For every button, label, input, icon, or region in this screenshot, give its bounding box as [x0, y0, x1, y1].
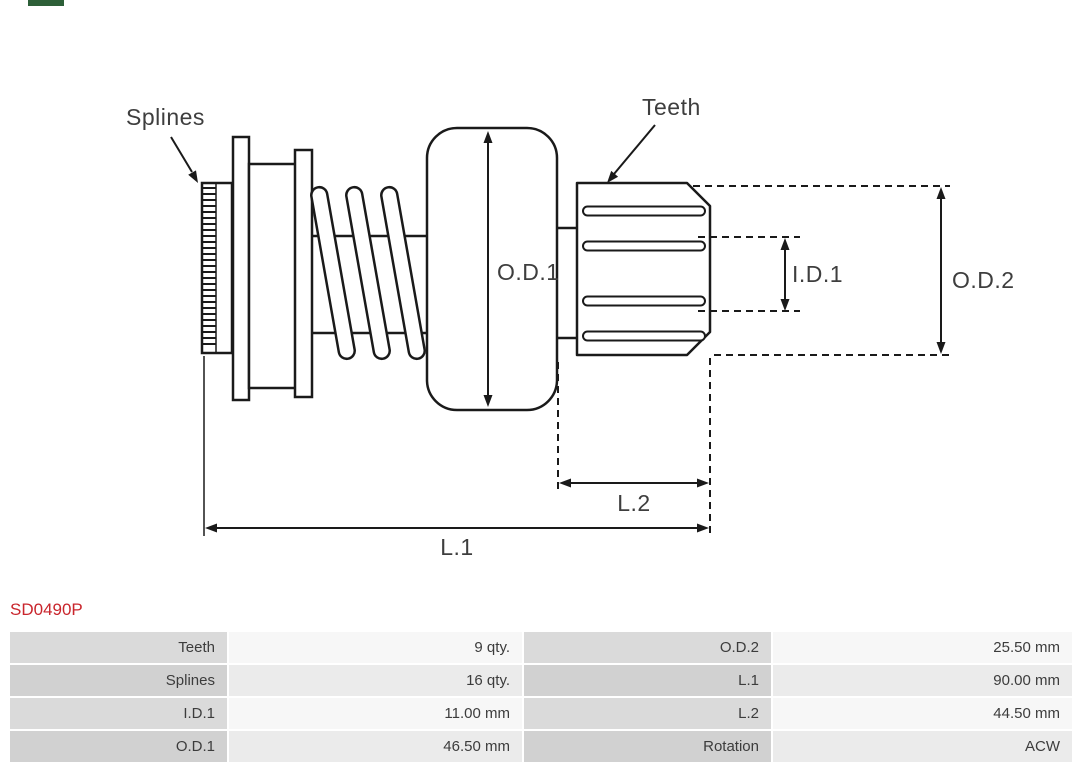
- flange-left: [231, 135, 251, 402]
- dim-od2: [693, 185, 950, 356]
- spec-label: I.D.1: [10, 698, 227, 729]
- spec-value: 16 qty.: [229, 665, 522, 696]
- spec-value: 46.50 mm: [229, 731, 522, 762]
- hub: [247, 162, 298, 390]
- dim-od1: [483, 131, 493, 407]
- spec-label: Teeth: [10, 632, 227, 663]
- spec-value: 44.50 mm: [773, 698, 1072, 729]
- spec-value: ACW: [773, 731, 1072, 762]
- brand-logo-fragment: [28, 0, 64, 6]
- table-row: Teeth 9 qty. O.D.2 25.50 mm: [10, 632, 1072, 663]
- table-row: Splines 16 qty. L.1 90.00 mm: [10, 665, 1072, 696]
- technical-drawing: Splines Teeth O.D.1 I.D.1 O.D.2 L.2 L.1: [28, 0, 1015, 560]
- part-number: SD0490P: [10, 600, 83, 619]
- spec-table: Teeth 9 qty. O.D.2 25.50 mm Splines 16 q…: [8, 630, 1074, 764]
- neck: [557, 226, 577, 340]
- spring: [310, 185, 426, 361]
- spec-value: 25.50 mm: [773, 632, 1072, 663]
- spec-value: 9 qty.: [229, 632, 522, 663]
- spec-label: Splines: [10, 665, 227, 696]
- label-od1: O.D.1: [497, 259, 560, 285]
- label-l2: L.2: [617, 490, 650, 516]
- flange-right: [293, 148, 314, 399]
- pinion-gear: [575, 181, 712, 357]
- spec-value: 90.00 mm: [773, 665, 1072, 696]
- dimensions: [170, 124, 950, 536]
- label-teeth: Teeth: [642, 94, 701, 120]
- table-row: I.D.1 11.00 mm L.2 44.50 mm: [10, 698, 1072, 729]
- splined-shaft: [200, 181, 234, 355]
- spec-label: O.D.1: [10, 731, 227, 762]
- spec-label: Rotation: [524, 731, 771, 762]
- splines-pointer: [170, 136, 198, 183]
- spec-value: 11.00 mm: [229, 698, 522, 729]
- dim-l1: [203, 356, 709, 536]
- dim-id1: [698, 236, 800, 312]
- spec-label: L.2: [524, 698, 771, 729]
- label-l1: L.1: [440, 534, 473, 560]
- spec-label: O.D.2: [524, 632, 771, 663]
- clutch-housing: [425, 126, 559, 412]
- dim-l2: [557, 358, 711, 536]
- label-id1: I.D.1: [792, 261, 843, 287]
- spec-label: L.1: [524, 665, 771, 696]
- label-od2: O.D.2: [952, 267, 1015, 293]
- label-splines: Splines: [126, 104, 205, 130]
- starter-drive-outline: [200, 126, 712, 412]
- teeth-pointer: [607, 124, 656, 183]
- table-row: O.D.1 46.50 mm Rotation ACW: [10, 731, 1072, 762]
